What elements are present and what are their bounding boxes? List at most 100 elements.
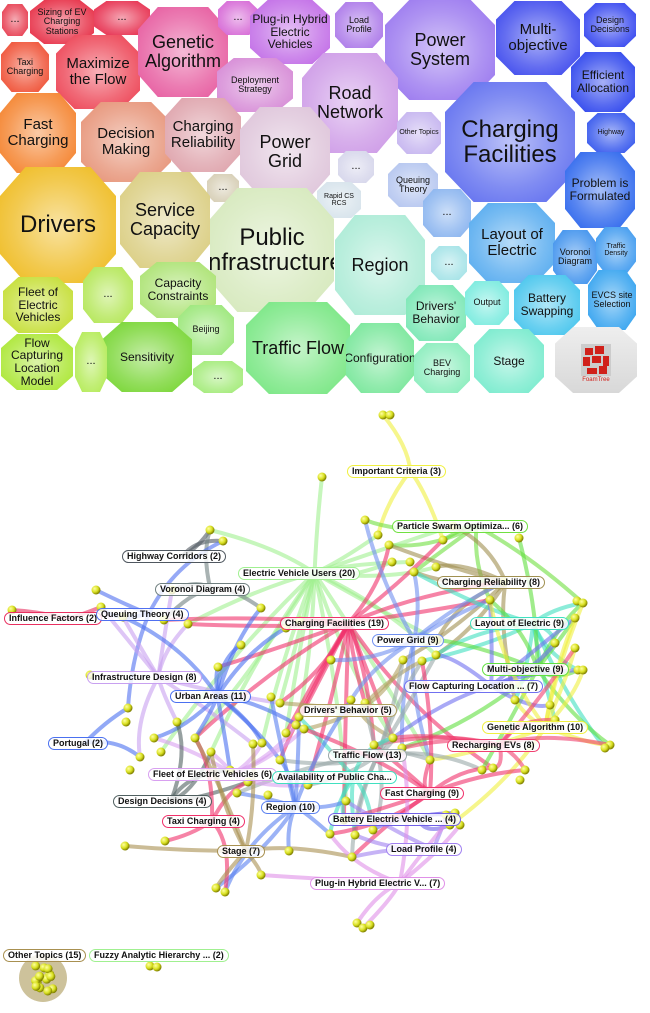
cluster-label[interactable]: Power Grid (9) [372,634,444,647]
treemap-cell[interactable]: Highway [587,113,635,153]
document-node[interactable] [266,692,276,702]
treemap-cell[interactable]: Service Capacity [120,172,210,268]
treemap-cell[interactable]: Public Infrastructure [210,188,334,312]
treemap-cell[interactable]: Other Topics [397,112,441,154]
cluster-label[interactable]: Drivers' Behavior (5) [299,704,397,717]
cluster-label[interactable]: Flow Capturing Location ... (7) [404,680,543,693]
document-node[interactable] [43,964,53,974]
document-node[interactable] [368,825,378,835]
cluster-label[interactable]: Design Decisions (4) [113,795,212,808]
cluster-label[interactable]: Genetic Algorithm (10) [482,721,589,734]
cluster-label[interactable]: Influence Factors (2) [4,612,103,625]
document-node[interactable] [220,887,230,897]
document-node[interactable] [125,765,135,775]
document-node[interactable] [248,739,258,749]
document-node[interactable] [291,720,301,730]
document-node[interactable] [275,698,285,708]
document-node[interactable] [281,728,291,738]
treemap-cell[interactable]: Battery Swapping [514,275,580,335]
document-node[interactable] [325,829,335,839]
document-node[interactable] [43,986,53,996]
cluster-label[interactable]: Urban Areas (11) [170,690,252,703]
treemap-cell[interactable]: Multi-objective [496,1,580,75]
cluster-label[interactable]: Fleet of Electric Vehicles (6) [148,768,278,781]
treemap-cell[interactable]: Region [335,215,425,315]
cluster-label[interactable]: Multi-objective (9) [482,663,569,676]
treemap-cell[interactable]: Charging Reliability [165,98,241,172]
cluster-label[interactable]: Electric Vehicle Users (20) [238,567,361,580]
treemap-cell[interactable]: Decision Making [81,102,171,182]
document-node[interactable] [485,595,495,605]
document-node[interactable] [431,562,441,572]
document-node[interactable] [263,790,273,800]
treemap-cell[interactable]: EVCS site Selection [588,270,636,330]
document-node[interactable] [236,640,246,650]
document-node[interactable] [121,717,131,727]
document-node[interactable] [206,747,216,757]
cluster-label[interactable]: Stage (7) [217,845,266,858]
treemap-cell[interactable]: ... [431,246,467,280]
treemap-cell[interactable]: Traffic Density [596,227,636,273]
cluster-label[interactable]: Plug-in Hybrid Electric V... (7) [310,877,446,890]
document-node[interactable] [570,643,580,653]
document-node[interactable] [190,733,200,743]
document-node[interactable] [600,743,610,753]
cluster-label[interactable]: Fast Charging (9) [380,787,465,800]
treemap-cell[interactable]: Problem is Formulated [565,152,635,228]
treemap-cell[interactable]: Power System [385,0,495,100]
document-node[interactable] [156,747,166,757]
treemap-cell[interactable]: Plug-in Hybrid Electric Vehicles [250,0,330,64]
cluster-label[interactable]: Charging Reliability (8) [437,576,546,589]
cluster-label[interactable]: Highway Corridors (2) [122,550,227,563]
cluster-label[interactable]: Recharging EVs (8) [447,739,540,752]
document-node[interactable] [409,567,419,577]
document-node[interactable] [578,665,588,675]
document-node[interactable] [578,598,588,608]
document-node[interactable] [284,846,294,856]
document-node[interactable] [378,410,388,420]
treemap-cell[interactable]: Deployment Strategy [217,58,293,112]
treemap-cell[interactable]: Layout of Electric [469,203,555,283]
document-node[interactable] [172,717,182,727]
document-node[interactable] [350,830,360,840]
document-node[interactable] [341,796,351,806]
cluster-label[interactable]: Layout of Electric (9) [470,617,570,630]
cluster-label[interactable]: Queuing Theory (4) [96,608,189,621]
treemap-cell[interactable]: Efficient Allocation [571,52,635,112]
document-node[interactable] [213,662,223,672]
cluster-label[interactable]: Battery Electric Vehicle ... (4) [328,813,462,826]
document-node[interactable] [145,961,155,971]
document-node[interactable] [477,765,487,775]
document-node[interactable] [514,533,524,543]
cluster-label[interactable]: Portugal (2) [48,737,109,750]
document-node[interactable] [488,763,498,773]
cluster-label[interactable]: Other Topics (15) [3,949,87,962]
document-node[interactable] [46,972,56,982]
document-node[interactable] [520,765,530,775]
treemap-cell[interactable]: Sizing of EV Charging Stations [30,0,94,44]
document-node[interactable] [398,655,408,665]
treemap-cell[interactable]: ... [94,1,150,35]
treemap-cell[interactable]: Drivers [0,167,116,283]
document-node[interactable] [352,918,362,928]
document-node[interactable] [405,557,415,567]
document-node[interactable] [275,755,285,765]
cluster-label[interactable]: Availability of Public Cha... [272,771,397,784]
document-node[interactable] [384,540,394,550]
document-node[interactable] [232,788,242,798]
document-node[interactable] [299,724,309,734]
document-node[interactable] [388,733,398,743]
cluster-label[interactable]: Important Criteria (3) [347,465,447,478]
document-node[interactable] [387,557,397,567]
document-node[interactable] [218,536,228,546]
cluster-label[interactable]: Traffic Flow (13) [328,749,407,762]
document-node[interactable] [183,619,193,629]
document-node[interactable] [152,962,162,972]
cluster-label[interactable]: Charging Facilities (19) [280,617,390,630]
cluster-label[interactable]: Voronoi Diagram (4) [155,583,251,596]
treemap-cell[interactable]: Fast Charging [0,93,76,173]
treemap-cell[interactable]: BEV Charging [414,343,470,393]
treemap-cell[interactable]: Design Decisions [584,3,636,47]
document-node[interactable] [149,733,159,743]
treemap-cell[interactable]: Traffic Flow [246,302,350,394]
